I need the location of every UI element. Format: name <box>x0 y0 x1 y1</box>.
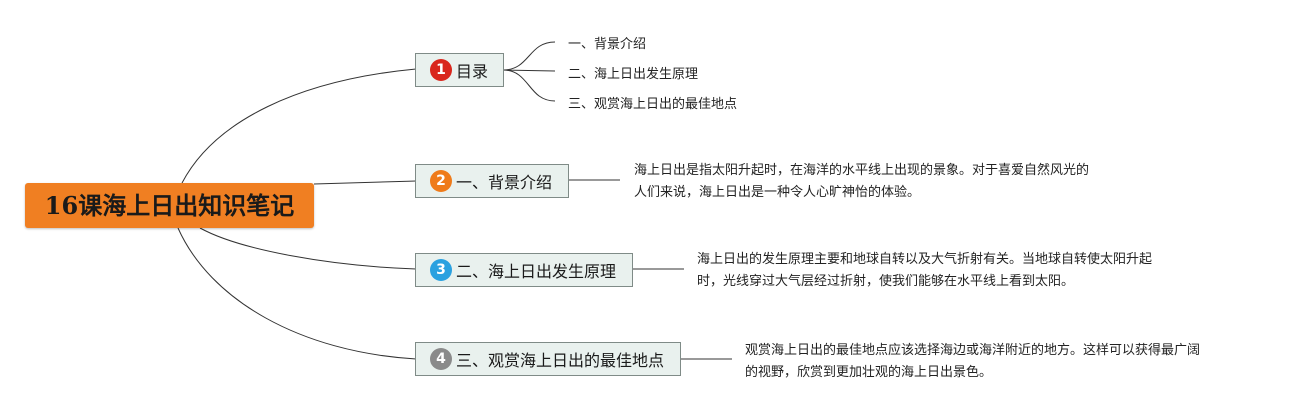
branch-label: 三、观赏海上日出的最佳地点 <box>456 351 665 370</box>
branch-toc[interactable]: 1 目录 <box>415 53 504 87</box>
branch-label: 二、海上日出发生原理 <box>456 262 617 281</box>
root-topic[interactable]: 16课海上日出知识笔记 <box>25 183 314 228</box>
connector-root-branch-4 <box>177 227 417 360</box>
number-badge-4: 4 <box>430 348 452 370</box>
description-background[interactable]: 海上日出是指太阳升起时，在海洋的水平线上出现的景象。对于喜爱自然风光的 人们来说… <box>634 160 1089 204</box>
number-badge-3: 3 <box>430 259 452 281</box>
description-principle[interactable]: 海上日出的发生原理主要和地球自转以及大气折射有关。当地球自转使太阳升起 时，光线… <box>697 249 1152 293</box>
description-line: 海上日出的发生原理主要和地球自转以及大气折射有关。当地球自转使太阳升起 <box>697 252 1153 267</box>
branch-label: 一、背景介绍 <box>456 173 553 192</box>
description-best-location[interactable]: 观赏海上日出的最佳地点应该选择海边或海洋附近的地方。这样可以获得最广阔 的视野，… <box>745 340 1200 384</box>
number-badge-2: 2 <box>430 170 452 192</box>
connector-toc-1 <box>502 41 556 71</box>
branch-background[interactable]: 2 一、背景介绍 <box>415 164 569 198</box>
connector-toc-3 <box>502 69 556 102</box>
description-line: 的视野，欣赏到更加壮观的海上日出景色。 <box>745 365 993 380</box>
description-line: 人们来说，海上日出是一种令人心旷神怡的体验。 <box>634 185 921 200</box>
connector-toc-2 <box>502 69 556 72</box>
number-badge-1: 1 <box>430 59 452 81</box>
connector-root-branch-3 <box>199 227 417 270</box>
description-line: 海上日出是指太阳升起时，在海洋的水平线上出现的景象。对于喜爱自然风光的 <box>634 163 1090 178</box>
description-line: 观赏海上日出的最佳地点应该选择海边或海洋附近的地方。这样可以获得最广阔 <box>745 343 1201 358</box>
toc-item[interactable]: 三、观赏海上日出的最佳地点 <box>568 97 738 112</box>
branch-principle[interactable]: 3 二、海上日出发生原理 <box>415 253 633 287</box>
toc-item[interactable]: 一、背景介绍 <box>568 37 647 52</box>
branch-best-location[interactable]: 4 三、观赏海上日出的最佳地点 <box>415 342 681 376</box>
connector-root-branch-2 <box>313 180 417 185</box>
toc-item[interactable]: 二、海上日出发生原理 <box>568 67 699 82</box>
branch-label: 目录 <box>456 62 489 81</box>
connector-root-branch-1 <box>181 68 417 184</box>
description-line: 时，光线穿过大气层经过折射，使我们能够在水平线上看到太阳。 <box>697 274 1075 289</box>
